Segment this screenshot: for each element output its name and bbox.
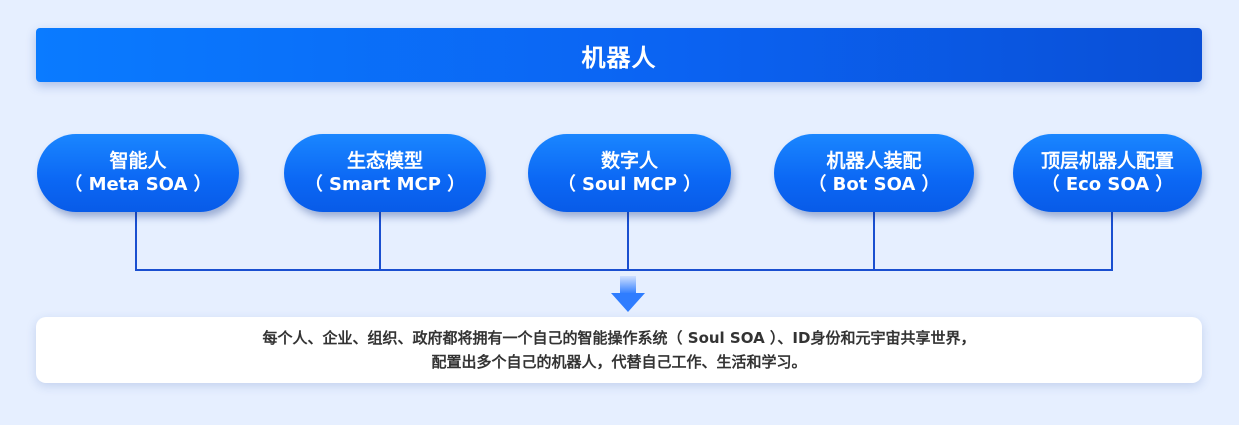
- node-sub: （ Bot SOA ）: [808, 174, 940, 195]
- node-name: 智能人: [109, 150, 167, 172]
- node-name: 机器人装配: [826, 150, 922, 172]
- description-line-1: 每个人、企业、组织、政府都将拥有一个自己的智能操作系统（ Soul SOA ）、…: [262, 329, 976, 347]
- node-smart-mcp: 生态模型 （ Smart MCP ）: [284, 134, 486, 212]
- description-box: 每个人、企业、组织、政府都将拥有一个自己的智能操作系统（ Soul SOA ）、…: [36, 317, 1202, 383]
- node-name: 数字人: [600, 150, 658, 172]
- node-meta-soa: 智能人 （ Meta SOA ）: [37, 134, 239, 212]
- node-sub: （ Smart MCP ）: [304, 174, 466, 195]
- node-bot-soa: 机器人装配 （ Bot SOA ）: [774, 134, 974, 212]
- node-eco-soa: 顶层机器人配置 （ Eco SOA ）: [1013, 134, 1202, 212]
- node-sub: （ Meta SOA ）: [64, 174, 212, 195]
- title-banner: 机器人: [36, 28, 1202, 82]
- diagram-title: 机器人: [581, 43, 657, 72]
- node-name: 顶层机器人配置: [1040, 150, 1174, 172]
- node-name: 生态模型: [346, 150, 423, 172]
- node-sub: （ Soul MCP ）: [557, 174, 702, 195]
- node-soul-mcp: 数字人 （ Soul MCP ）: [528, 134, 731, 212]
- node-sub: （ Eco SOA ）: [1041, 174, 1174, 195]
- description-line-2: 配置出多个自己的机器人，代替自己工作、生活和学习。: [431, 353, 807, 371]
- down-arrow-icon: [611, 276, 645, 312]
